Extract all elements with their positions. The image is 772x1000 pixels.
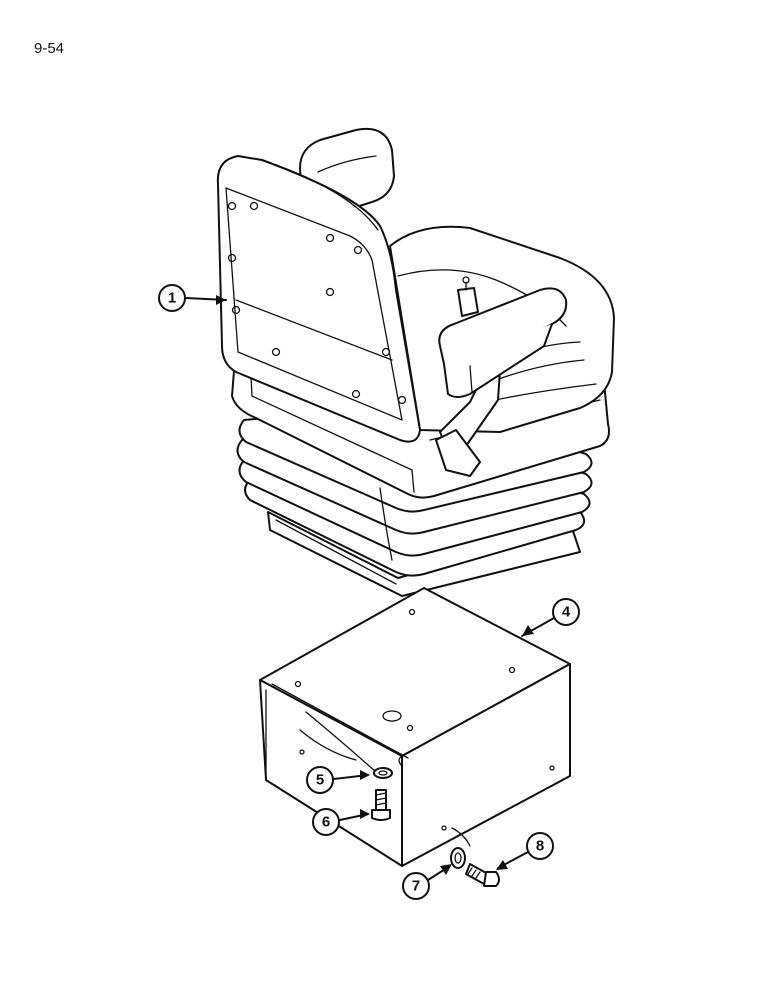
callout-label: 4	[562, 604, 571, 621]
page-number: 9-54	[34, 40, 65, 57]
armrest	[438, 287, 568, 398]
callout-label: 7	[412, 878, 420, 895]
lock-washer	[373, 767, 393, 779]
callout-label: 6	[322, 814, 330, 831]
callout-1: 1	[158, 284, 227, 312]
callout-5: 5	[306, 766, 370, 794]
callout-label: 1	[168, 290, 176, 307]
washer-7	[450, 847, 466, 869]
mounting-bracket	[259, 587, 571, 867]
callout-4: 4	[521, 598, 580, 637]
callout-label: 8	[536, 838, 544, 855]
callout-7: 7	[402, 864, 452, 900]
seat-back	[216, 155, 421, 443]
callout-8: 8	[496, 832, 554, 870]
callout-6: 6	[312, 808, 370, 836]
bolt-8	[465, 863, 500, 887]
bolt-6	[371, 789, 391, 821]
callout-label: 5	[316, 772, 324, 789]
